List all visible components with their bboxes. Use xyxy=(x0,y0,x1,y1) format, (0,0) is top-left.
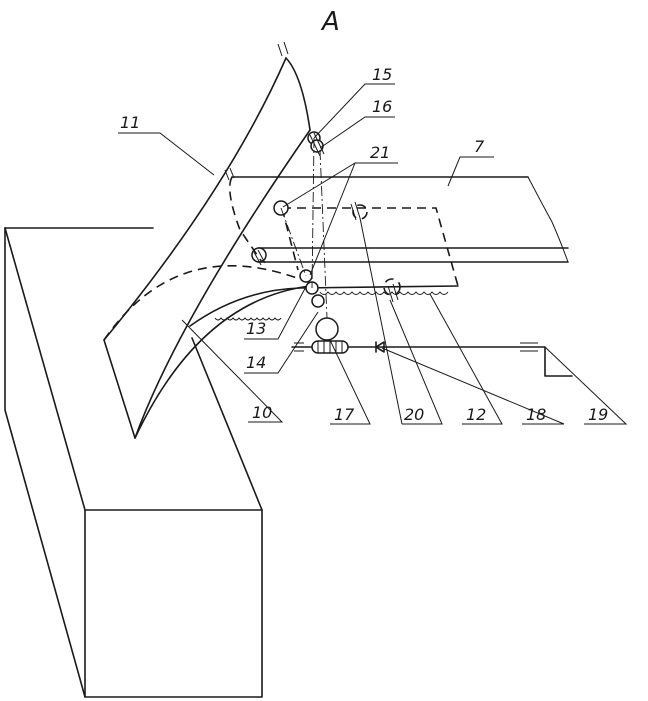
label-17: 17 xyxy=(334,405,355,424)
conveyor-table xyxy=(224,167,569,287)
label-21: 21 xyxy=(370,143,390,162)
label-15: 15 xyxy=(372,65,392,84)
label-16: 16 xyxy=(372,97,392,116)
label-14: 14 xyxy=(246,353,266,372)
toothed-rack xyxy=(189,285,459,327)
label-18: 18 xyxy=(526,405,546,424)
label-13: 13 xyxy=(246,319,266,338)
label-12: 12 xyxy=(466,405,486,424)
view-label: A xyxy=(320,7,340,37)
drive-shaft xyxy=(291,340,573,377)
leader-lines xyxy=(118,83,628,425)
label-19: 19 xyxy=(588,405,608,424)
label-11: 11 xyxy=(120,113,140,132)
label-10: 10 xyxy=(252,403,272,422)
curved-sheet xyxy=(103,41,311,439)
label-20: 20 xyxy=(404,405,424,424)
label-7: 7 xyxy=(474,137,485,156)
base-block xyxy=(4,227,263,698)
reference-labels: 11 15 16 21 7 13 14 10 17 20 12 18 19 xyxy=(120,65,608,424)
